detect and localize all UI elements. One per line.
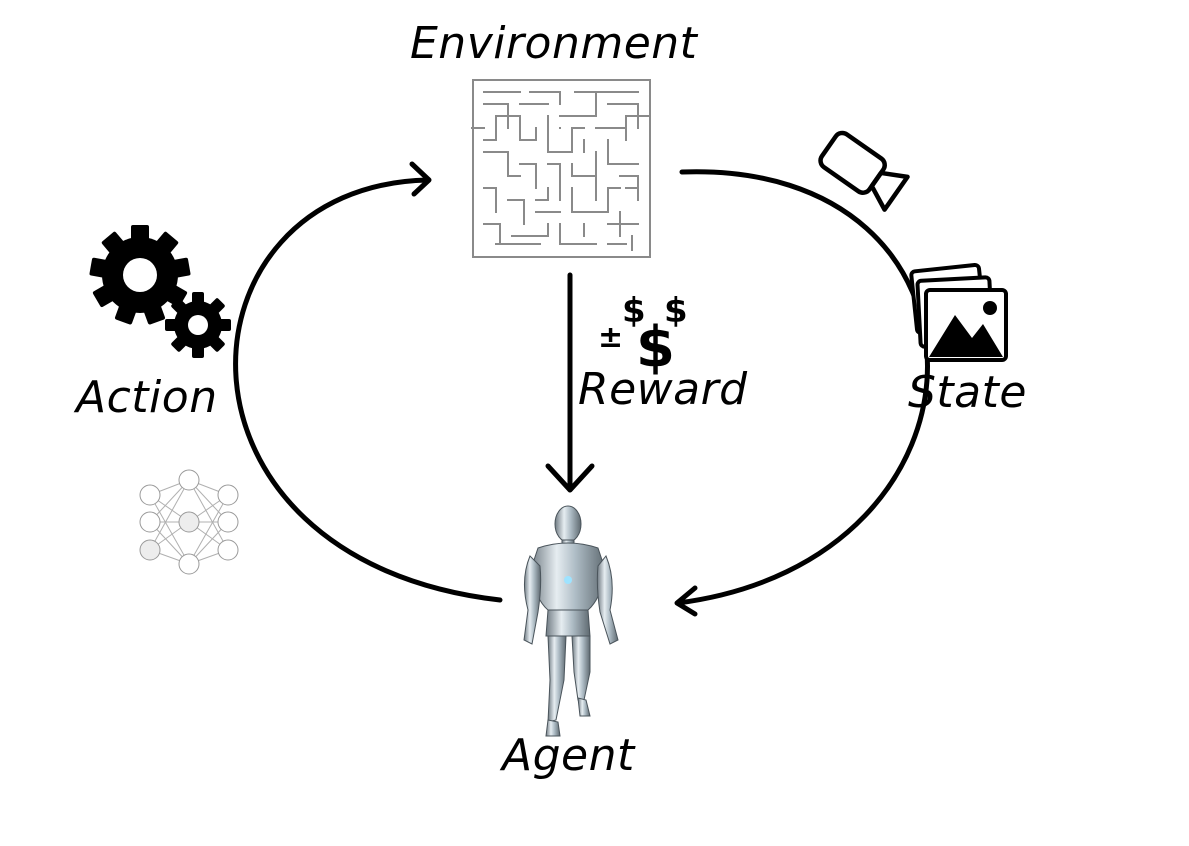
reward-sign: ± — [598, 320, 624, 355]
dollar-small-left: $ — [622, 291, 646, 331]
state-arrowhead — [674, 585, 698, 617]
action-label: Action — [76, 372, 218, 423]
video-camera-icon — [818, 130, 910, 212]
environment-label: Environment — [410, 18, 698, 69]
dollar-signs-icon: $ $ $ — [622, 291, 688, 380]
state-label: State — [908, 367, 1027, 418]
dollar-small-right: $ — [664, 291, 688, 331]
gears-icon — [89, 225, 231, 358]
image-stack-icon — [909, 263, 1008, 362]
action-arrowhead — [409, 161, 432, 197]
agent-label: Agent — [502, 730, 635, 781]
action-arrow — [233, 177, 503, 603]
dollar-large: $ — [636, 315, 675, 380]
neural-network-icon — [139, 469, 239, 575]
reward-label: Reward — [578, 364, 748, 415]
humanoid-robot-figure — [523, 505, 619, 737]
reward-arrowhead — [545, 463, 595, 493]
state-arrow — [675, 169, 930, 606]
maze-icon — [471, 79, 651, 258]
